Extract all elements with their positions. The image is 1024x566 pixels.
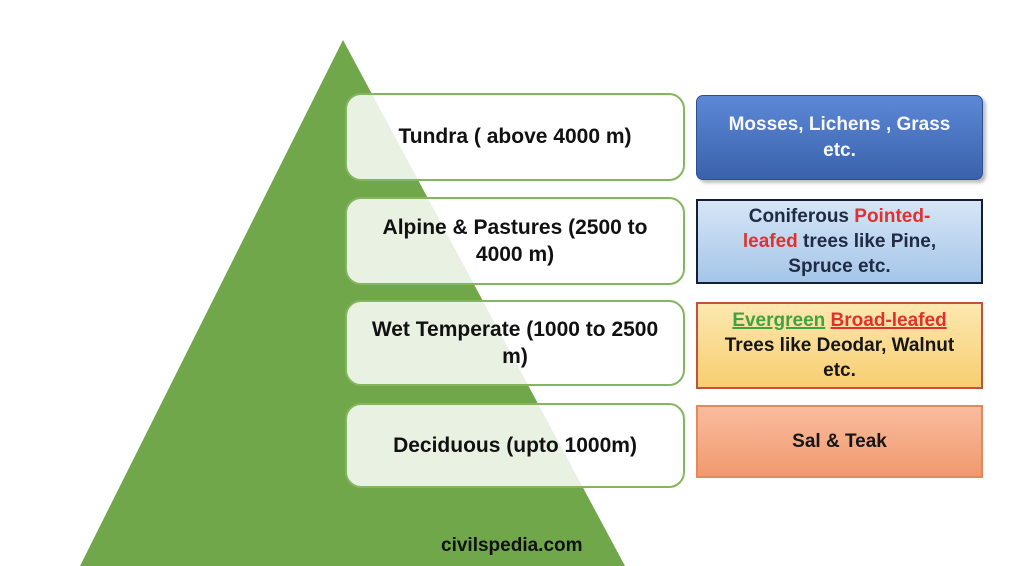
vegetation-box-wet-temperate: Evergreen Broad-leafed Trees like Deodar…	[696, 302, 983, 389]
vegetation-line: Spruce etc.	[788, 254, 890, 279]
vegetation-text-segment: leafed	[742, 230, 798, 252]
watermark-civilspedia: civilspedia.com	[441, 535, 583, 556]
vegetation-line: Mosses, Lichens , Grass	[729, 112, 951, 137]
zone-box-alpine-pastures: Alpine & Pastures (2500 to 4000 m)	[345, 197, 685, 285]
zone-label-tundra: Tundra ( above 4000 m)	[398, 125, 632, 149]
vegetation-line: etc.	[823, 358, 856, 383]
vegetation-line: Sal & Teak	[792, 429, 887, 454]
vegetation-line: Trees like Deodar, Walnut	[725, 333, 954, 358]
vegetation-text-segment: Spruce etc.	[788, 256, 891, 278]
vegetation-box-tundra: Mosses, Lichens , Grass etc.	[696, 95, 983, 180]
vegetation-text-segment: Sal & Teak	[792, 430, 887, 452]
vegetation-line: Coniferous Pointed-	[749, 204, 931, 229]
vegetation-text-segment: etc.	[823, 139, 856, 161]
vegetation-text-segment: Trees like Deodar, Walnut	[724, 334, 955, 356]
vegetation-text-segment: etc.	[823, 360, 856, 382]
vegetation-box-alpine-pastures: Coniferous Pointed- leafed trees like Pi…	[696, 199, 983, 284]
vegetation-text-segment: Evergreen	[732, 309, 826, 331]
vegetation-line: leafed trees like Pine,	[743, 229, 936, 254]
vegetation-text-segment: Pointed-	[854, 205, 931, 227]
zone-label-alpine-pastures: Alpine & Pastures (2500 to 4000 m)	[382, 215, 648, 266]
zone-label-deciduous: Deciduous (upto 1000m)	[393, 433, 637, 457]
vegetation-line: etc.	[823, 138, 856, 163]
zone-label-wet-temperate: Wet Temperate (1000 to 2500 m)	[371, 317, 659, 368]
vegetation-text-segment: Mosses, Lichens , Grass	[728, 114, 951, 136]
zone-box-deciduous: Deciduous (upto 1000m)	[345, 403, 685, 488]
zone-box-wet-temperate: Wet Temperate (1000 to 2500 m)	[345, 300, 685, 386]
vegetation-line: Evergreen Broad-leafed	[732, 308, 946, 333]
vegetation-box-deciduous: Sal & Teak	[696, 405, 983, 478]
vegetation-text-segment: Broad-leafed	[830, 309, 947, 331]
zone-box-tundra: Tundra ( above 4000 m)	[345, 93, 685, 181]
vegetation-text-segment: trees like Pine,	[797, 230, 937, 252]
vegetation-text-segment: Coniferous	[748, 205, 855, 227]
